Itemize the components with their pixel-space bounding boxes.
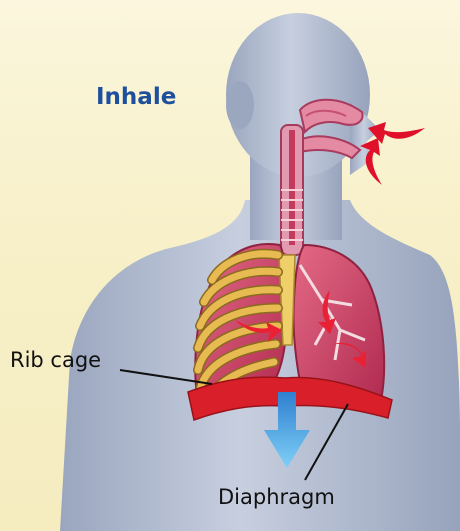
trachea (281, 125, 303, 255)
diagram-title: Inhale (96, 84, 176, 110)
rib-cage-label: Rib cage (10, 348, 101, 372)
diaphragm-label: Diaphragm (218, 485, 335, 509)
